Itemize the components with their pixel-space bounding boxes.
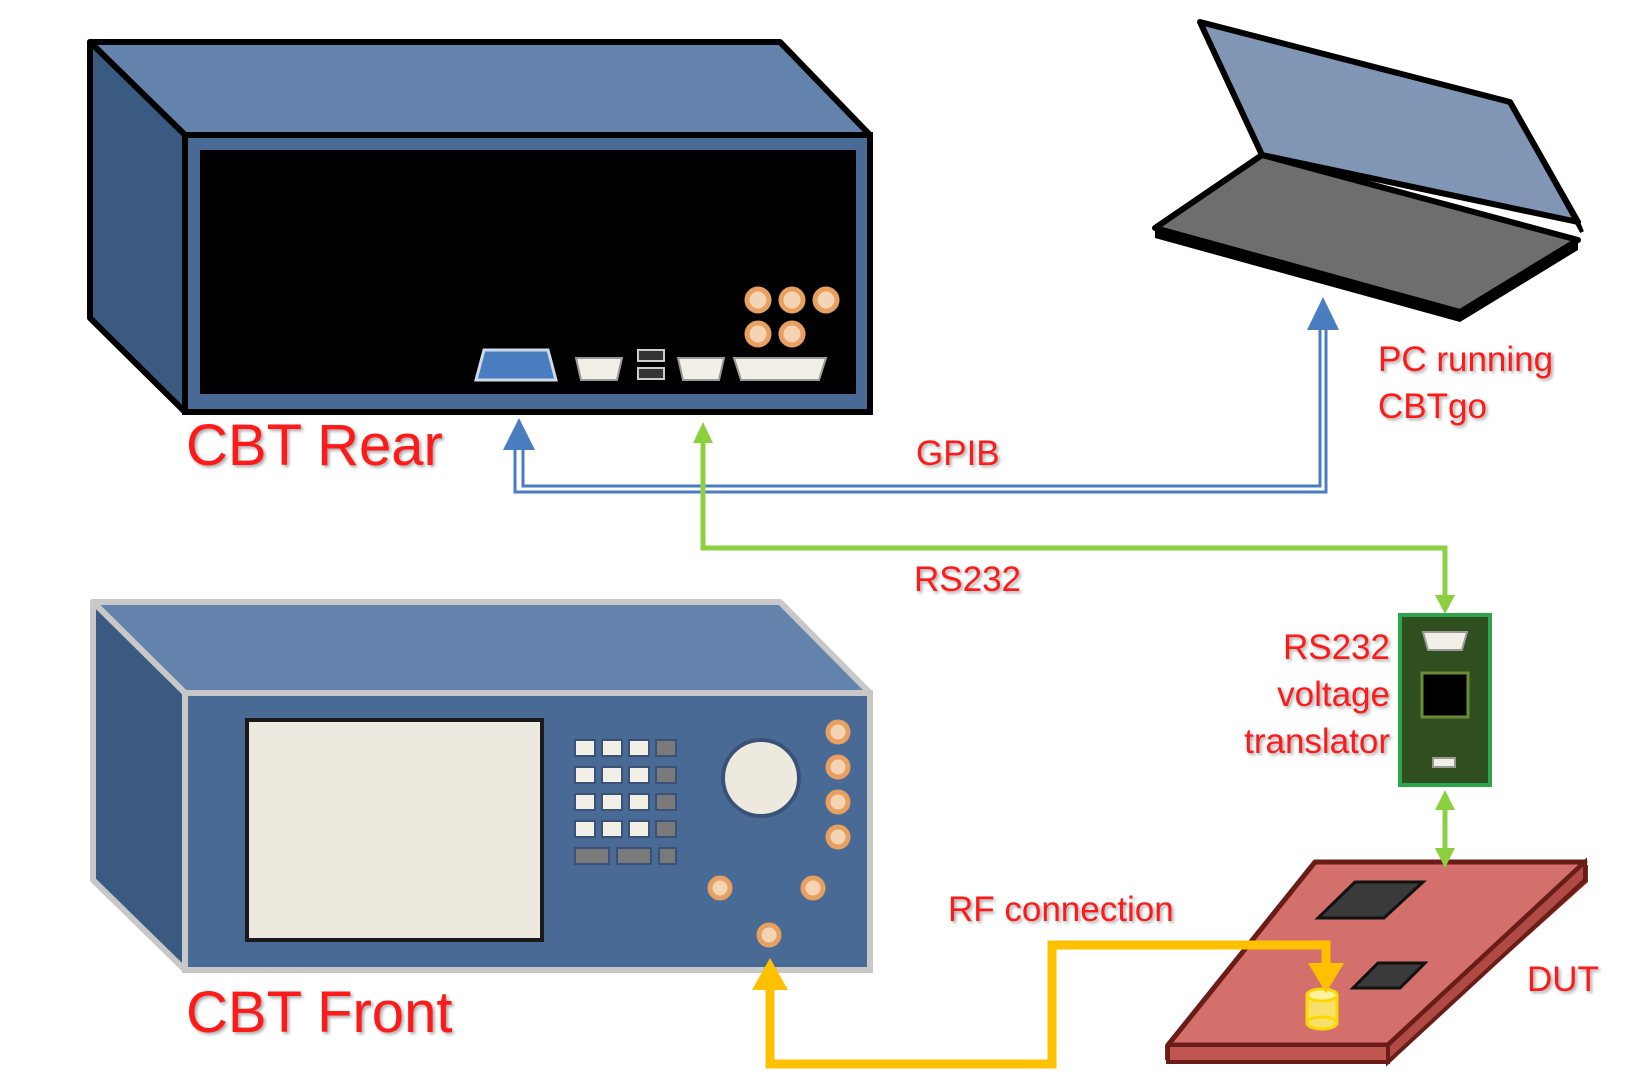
gpib-connection — [513, 325, 1328, 494]
translator-label-line3: translator — [1244, 722, 1390, 761]
dut-rf-connector — [1305, 987, 1339, 1031]
pc-laptop — [1152, 19, 1584, 322]
pc-label-line1: PC running — [1378, 340, 1554, 379]
cbt-front-instrument — [90, 599, 873, 973]
rf-arrow-dut — [1308, 963, 1344, 993]
gpib-arrow-pc — [1307, 297, 1339, 330]
pc-label-line2: CBTgo — [1378, 387, 1487, 426]
translator-label-line2: voltage — [1277, 675, 1390, 714]
rf-arrow-front — [752, 958, 788, 990]
front-display-screen — [245, 718, 544, 942]
dut-label: DUT — [1527, 960, 1599, 999]
rs232-connection — [700, 442, 1448, 848]
rear-gpib-port — [474, 348, 558, 382]
gpib-label: GPIB — [916, 434, 1000, 473]
rf-connection-label: RF connection — [948, 890, 1174, 929]
rear-usb-ports — [637, 349, 665, 380]
dut-board — [1165, 857, 1588, 1067]
rear-parallel-port — [732, 357, 828, 381]
rear-serial-port-2 — [676, 357, 726, 381]
rs232-arrow-translator — [1435, 595, 1455, 614]
rs232-arrow-dut — [1435, 848, 1455, 868]
rear-rf-connectors — [744, 286, 840, 348]
cbt-rear-instrument — [87, 39, 873, 415]
cbt-front-label: CBT Front — [186, 980, 453, 1045]
front-rotary-knob — [721, 738, 801, 818]
rs232-translator-board — [1398, 613, 1492, 787]
rear-serial-port-1 — [574, 357, 624, 381]
rs232-arrow-translator-bottom — [1435, 790, 1455, 810]
translator-label-line1: RS232 — [1282, 628, 1390, 667]
gpib-arrow-rear — [503, 418, 535, 450]
rf-connection — [765, 940, 1331, 1069]
cbt-rear-label: CBT Rear — [186, 413, 443, 478]
rs232-arrow-rear — [693, 422, 713, 443]
front-keypad — [574, 739, 677, 865]
rs232-label: RS232 — [914, 560, 1022, 599]
front-rf-connectors — [707, 719, 851, 948]
